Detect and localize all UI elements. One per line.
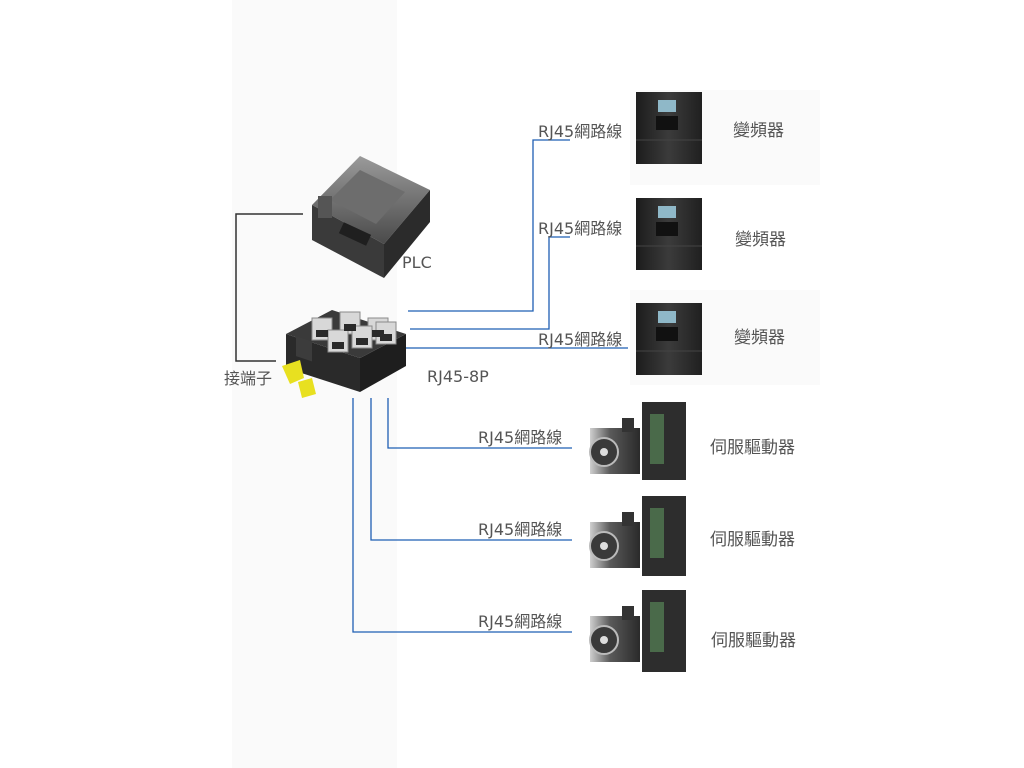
cable-line (352, 398, 572, 633)
plc-module-icon (312, 156, 430, 278)
servo-motor-drive-icon (589, 402, 686, 480)
cable-line (370, 398, 572, 541)
terminal-label: 接端子 (224, 369, 273, 388)
servo-motor-drive-icon (589, 590, 686, 672)
inverter-label: 變頻器 (735, 230, 786, 250)
inverter-label: 變頻器 (734, 328, 785, 348)
servo-motor-drive-icon (589, 496, 686, 576)
cable-label: RJ45網路線 (538, 122, 623, 141)
servo-label: 伺服驅動器 (710, 530, 795, 550)
inverter-icon (636, 303, 702, 375)
cable-label: RJ45網路線 (478, 428, 563, 447)
servo-label: 伺服驅動器 (711, 631, 796, 651)
cable-label: RJ45網路線 (538, 330, 623, 349)
plc-label: PLC (402, 253, 432, 272)
cable-label: RJ45網路線 (538, 219, 623, 238)
inverter-label: 變頻器 (733, 121, 784, 141)
servo-label: 伺服驅動器 (710, 438, 795, 458)
cable-line (410, 236, 570, 330)
inverter-icon (636, 198, 702, 270)
cable-label: RJ45網路線 (478, 612, 563, 631)
cable-line (408, 139, 570, 312)
plc-to-terminal-wire (235, 213, 303, 362)
cable-line (387, 398, 572, 449)
rj45-8p-terminal-block-icon (282, 310, 406, 398)
inverter-icon (636, 92, 702, 164)
hub-label: RJ45-8P (427, 367, 489, 386)
cable-label: RJ45網路線 (478, 520, 563, 539)
